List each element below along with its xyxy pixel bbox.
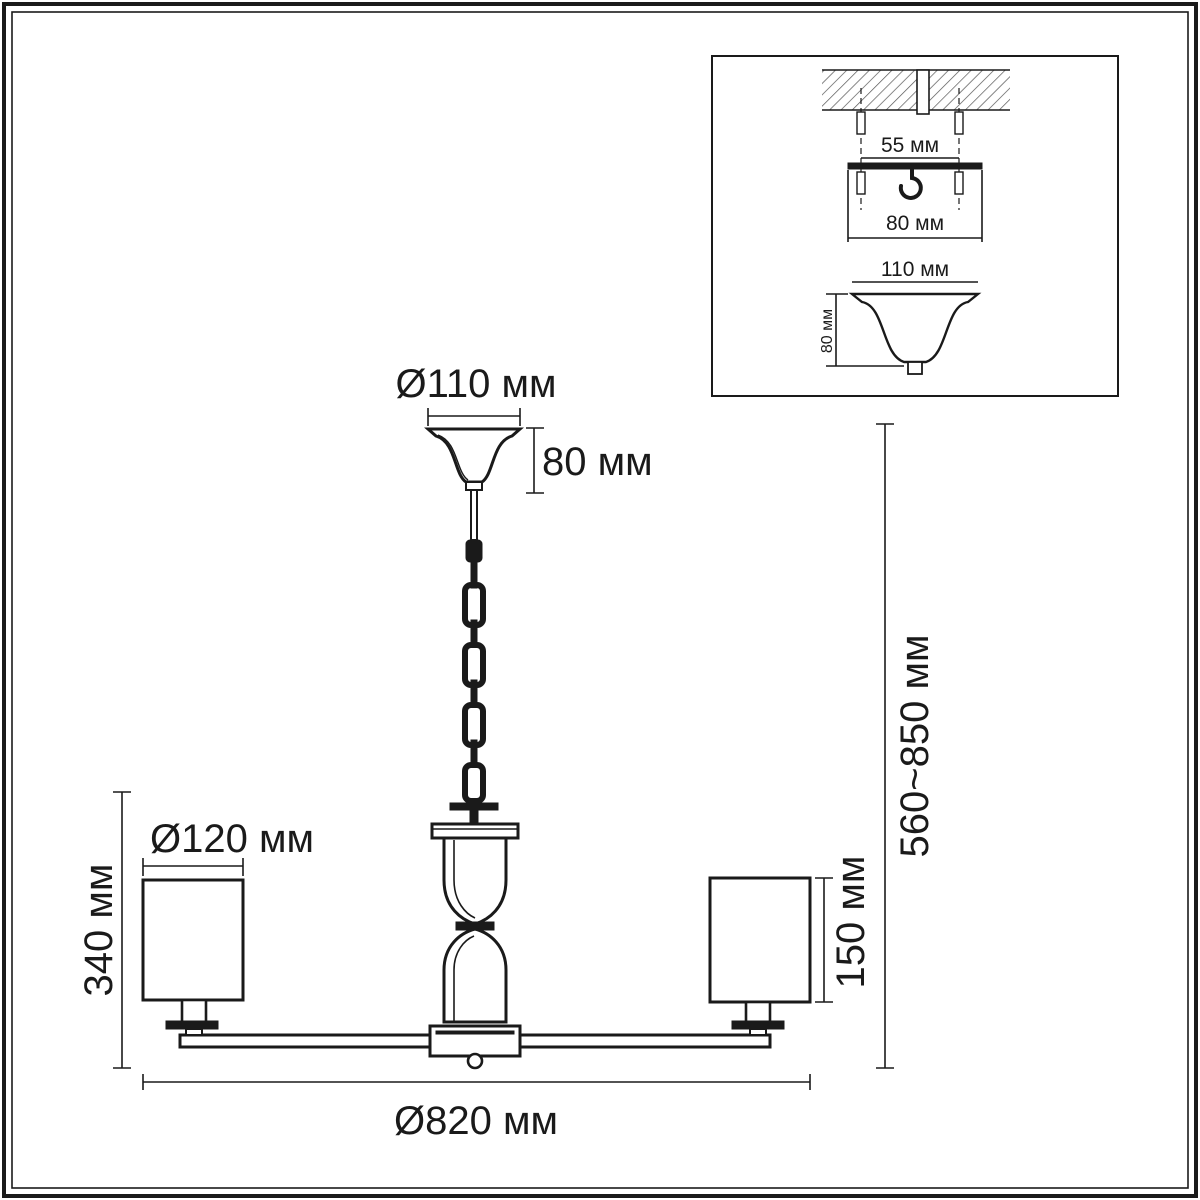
canopy-height-label: 80 мм (542, 440, 653, 484)
overall-height-dimension: 560~850 мм (876, 423, 937, 1069)
suspension-chain (449, 489, 499, 825)
shade-height-label: 150 мм (829, 856, 873, 989)
canopy-height-dimension: 80 мм (526, 427, 653, 494)
ceiling-slab (822, 69, 1010, 115)
shade-diameter-dimension: Ø120 мм (142, 817, 314, 876)
mounting-plate (847, 162, 983, 200)
plate-width-dimension: 80 мм (847, 170, 983, 242)
overall-diameter-dimension: Ø820 мм (142, 1074, 811, 1143)
screw-spacing-dimension: 55 мм (861, 134, 959, 159)
arm-height-label: 340 мм (77, 864, 121, 997)
ceiling-canopy (424, 427, 524, 491)
overall-height-label: 560~850 мм (893, 635, 937, 858)
canopy-diameter-dimension: Ø110 мм (396, 362, 557, 426)
plate-width-label: 80 мм (886, 212, 944, 235)
mounting-screws (856, 88, 964, 210)
canopy-diameter-label: Ø110 мм (396, 362, 557, 406)
shade-diameter-label: Ø120 мм (150, 817, 314, 861)
mounting-detail-inset: 55 мм 80 мм 110 мм 80 мм (711, 55, 1119, 397)
screw-spacing-label: 55 мм (881, 134, 939, 157)
inset-canopy-width-label: 110 мм (881, 258, 949, 281)
inset-canopy-height-label: 80 мм (819, 309, 836, 353)
horizontal-arm (178, 1024, 772, 1070)
central-column (430, 822, 520, 1024)
arm-height-dimension: 340 мм (77, 791, 131, 1069)
inset-canopy: 110 мм 80 мм (819, 258, 982, 375)
shade-height-dimension: 150 мм (815, 856, 873, 1003)
right-lamp-shade (708, 876, 812, 1036)
left-lamp-shade (141, 878, 245, 1036)
overall-diameter-label: Ø820 мм (394, 1099, 558, 1143)
